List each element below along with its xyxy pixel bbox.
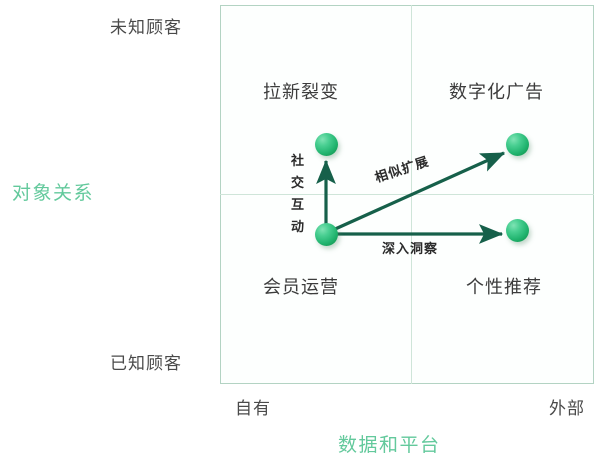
y-axis-tick-bottom: 已知顾客	[110, 354, 182, 373]
arrow-label-deep-insight: 深入洞察	[382, 241, 439, 256]
data-point-marker-top-left	[315, 133, 338, 156]
y-axis-title: 对象关系	[12, 183, 95, 204]
quadrant-label-top-right: 数字化广告	[449, 82, 544, 102]
x-axis-tick-left: 自有	[235, 399, 271, 418]
x-axis-tick-right: 外部	[549, 399, 585, 418]
data-point-marker-top-right	[506, 133, 529, 156]
x-axis-title: 数据和平台	[338, 435, 441, 456]
y-axis-tick-top: 未知顾客	[110, 18, 182, 37]
horizontal-gridline	[220, 194, 594, 195]
arrow-label-social-interaction: 社交互动	[290, 153, 304, 234]
data-point-marker-origin	[315, 223, 338, 246]
quadrant-label-bottom-right: 个性推荐	[466, 277, 542, 297]
data-point-marker-bottom-right	[506, 219, 529, 242]
quadrant-label-bottom-left: 会员运营	[263, 277, 339, 297]
quadrant-label-top-left: 拉新裂变	[263, 82, 339, 102]
